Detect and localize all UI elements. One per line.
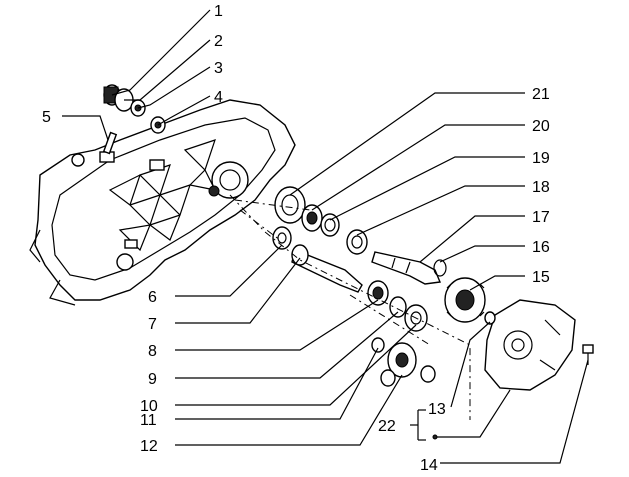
callout-15: 15: [532, 269, 550, 286]
crankcase-housing: [29, 99, 296, 306]
callout-1: 1: [214, 3, 223, 20]
lower-gear-assembly: [371, 337, 436, 387]
assembly-axis-lines: [229, 194, 471, 420]
callout-17: 17: [532, 209, 550, 226]
callout-2: 2: [214, 33, 223, 50]
callout-12: 12: [140, 438, 158, 455]
callout-6: 6: [148, 289, 157, 306]
transmission-cover: [484, 299, 594, 391]
shaft-bearings: [274, 186, 486, 323]
callout-7: 7: [148, 316, 157, 333]
callout-8: 8: [148, 343, 157, 360]
callout-20: 20: [532, 118, 550, 135]
callout-11: 11: [140, 412, 157, 429]
callout-16: 16: [532, 239, 550, 256]
callout-3: 3: [214, 60, 223, 77]
callout-19: 19: [532, 150, 550, 167]
leader-lines: [62, 9, 589, 464]
callout-5: 5: [42, 109, 51, 126]
callout-21: 21: [532, 86, 550, 103]
dowel-pin-part-5: [102, 131, 118, 155]
group-label-22: 22: [378, 418, 396, 435]
callout-9: 9: [148, 371, 157, 388]
callout-10: 10: [140, 398, 158, 415]
callout-14: 14: [420, 457, 438, 472]
callout-18: 18: [532, 179, 550, 196]
callout-4: 4: [214, 89, 223, 106]
callout-13: 13: [428, 401, 446, 418]
secondary-shaft: [272, 226, 428, 332]
callout-labels: 1 2 3 4 5 6 7 8 9 10 11 12 13 14 15 16 1…: [42, 3, 550, 474]
seal-stack-parts-1-4: [103, 84, 166, 134]
